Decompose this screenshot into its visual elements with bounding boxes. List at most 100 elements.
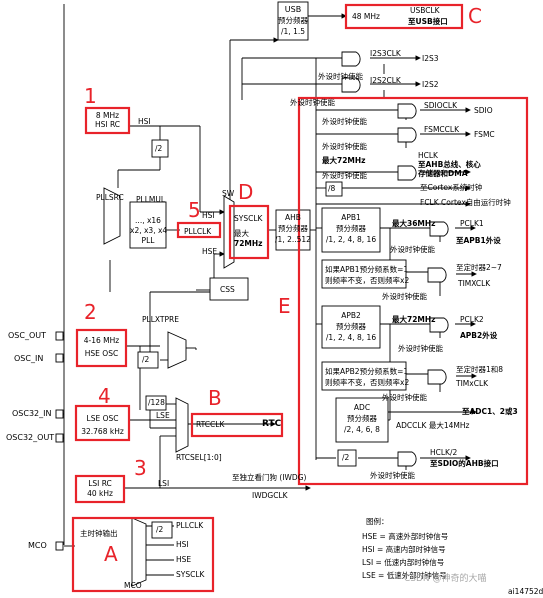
fsmc-label: FSMC	[474, 130, 495, 139]
marker-4: 4	[98, 384, 111, 408]
marker-5: 5	[188, 198, 201, 222]
apb1-line2: 预分频器	[336, 224, 366, 233]
adc-line1: ADC	[353, 403, 371, 412]
mco-pin: MCO	[28, 541, 47, 550]
lse-signal: LSE	[156, 411, 170, 420]
marker-a: A	[104, 542, 118, 566]
sdioclk-label: SDIOCLK	[424, 101, 457, 110]
sw-hse-input: HSE	[202, 247, 218, 256]
lse-osc-label: LSE OSC	[86, 414, 119, 423]
adc-line2: 预分频器	[347, 414, 377, 423]
mco-div2: /2	[156, 525, 164, 534]
hse-osc-label: HSE OSC	[84, 349, 119, 358]
pclk2-label: PCLK2	[460, 315, 484, 324]
pll-box	[129, 201, 167, 249]
hsi-rc-freq: 8 MHz	[95, 111, 120, 120]
lsi-rc-label: LSI RC	[88, 479, 112, 488]
rtcsel-label: RTCSEL[1:0]	[176, 453, 222, 462]
sdio-enable: 外设时钟使能	[322, 117, 367, 126]
mco-hsi: HSI	[176, 540, 189, 549]
apb2-line2: 预分频器	[336, 322, 366, 331]
legend-lse: LSE = 低速外部时钟信号	[362, 571, 447, 580]
marker-2: 2	[84, 300, 97, 324]
i2s-enable-1: 外设时钟使能	[318, 72, 363, 81]
apb1-line1: APB1	[341, 213, 361, 222]
i2s2-label: I2S2	[422, 80, 439, 89]
tim-note1-line1: 如果APB1预分频系数=1	[325, 265, 409, 274]
annotation-box-mco	[71, 516, 215, 593]
i2s2clk-label: I2S2CLK	[370, 76, 401, 85]
pll-label: PLL	[141, 236, 155, 245]
marker-b: B	[208, 386, 222, 410]
apb2-enable: 外设时钟使能	[398, 344, 443, 353]
annotation-box-rtc	[190, 412, 284, 438]
fsmc-enable: 外设时钟使能	[322, 142, 367, 151]
tim18-label: 至定时器1和8	[456, 365, 504, 374]
osc32-out-pin: OSC32_OUT	[6, 433, 55, 442]
apb1-max: 最大36MHz	[392, 219, 436, 228]
timxclk-label: TIMXCLK	[458, 279, 491, 288]
pll-mul-line2: x2, x3, x4	[130, 226, 168, 235]
fsmcclk-label: FSMCCLK	[424, 125, 459, 134]
apb2-max: 最大72MHz	[392, 315, 436, 324]
hsi-rc-label: HSI RC	[94, 120, 121, 129]
hclk-label: HCLK	[418, 151, 438, 160]
pll-mul-line1: ..., x16	[135, 216, 161, 225]
tim-note2-line1: 如果APB2预分频系数=1	[325, 367, 409, 376]
osc32-in-pin: OSC32_IN	[12, 409, 52, 418]
annotation-box-usb	[344, 3, 464, 30]
i2s3clk-label: I2S3CLK	[370, 49, 401, 58]
osc-out-pin: OSC_OUT	[8, 331, 46, 340]
usb-block-line1: USB	[284, 5, 302, 14]
hclk2-label: HCLK/2	[430, 448, 458, 457]
marker-e: E	[278, 294, 291, 318]
adc-dest: 至ADC1、2或3	[462, 407, 518, 416]
div2-hclk: /2	[342, 453, 350, 462]
tim2-enable: 外设时钟使能	[382, 393, 427, 402]
sdio-label: SDIO	[474, 106, 493, 115]
hclk-max: 最大72MHz	[322, 156, 366, 165]
usb-clk: USBCLK	[410, 6, 440, 15]
apb1-dest: 至APB1外设	[456, 236, 501, 245]
tim1xclk-label: TIMxCLK	[456, 379, 489, 388]
figure-id: ai14752d	[508, 587, 543, 596]
usb-dest: 至USB接口	[408, 17, 448, 26]
mco-main-output: 主时钟输出	[80, 529, 118, 538]
sysclk-max: 最大	[234, 229, 249, 238]
lsi-signal: LSI	[158, 479, 170, 488]
pclk1-label: PCLK1	[460, 219, 484, 228]
div128-label: /128	[148, 398, 165, 407]
hse-osc-freq: 4-16 MHz	[83, 336, 120, 345]
annotation-box-lse	[74, 404, 131, 442]
mco-mux	[131, 517, 147, 587]
legend-hsi: HSI = 高速内部时钟信号	[362, 545, 446, 554]
pllxtpre-label: PLLXTPRE	[142, 315, 179, 324]
annotation-box-sysclk	[228, 204, 270, 260]
hsi-signal: HSI	[138, 117, 151, 126]
hclk-dest-1: 至AHB总线、核心	[418, 160, 481, 169]
cortex-clock: 至Cortex系统时钟	[420, 183, 483, 192]
rtcclk-label: RTCCLK	[196, 420, 225, 429]
sysclk-label: SYSCLK	[234, 214, 263, 223]
apb1-enable: 外设时钟使能	[390, 245, 435, 254]
watermark: CSDN @神奇的大喵	[404, 574, 487, 584]
marker-1: 1	[84, 84, 97, 108]
sdio-ahb-enable: 外设时钟使能	[370, 471, 415, 480]
pllmul-label: PLLMUL	[136, 195, 166, 204]
rtc-label: RTC	[262, 419, 282, 429]
marker-c: C	[468, 4, 482, 28]
mco-mux-label: MCO	[124, 581, 142, 590]
sw-hsi-input: HSI	[202, 211, 215, 220]
ahb-line1: AHB	[285, 213, 301, 222]
mco-hse: HSE	[176, 555, 192, 564]
apb2-line1: APB2	[341, 311, 361, 320]
pllsrc-label: PLLSRC	[96, 193, 124, 202]
sw-label: SW	[222, 189, 235, 198]
mco-pllclk: PLLCLK	[176, 521, 204, 530]
annotation-box-bus	[297, 96, 529, 486]
ahb-line3: /1, 2..512	[275, 235, 311, 244]
legend-hse: HSE = 高速外部时钟信号	[362, 532, 449, 541]
sdio-ahb-dest: 至SDIO的AHB接口	[430, 459, 499, 468]
osc-in-pin: OSC_IN	[14, 354, 44, 363]
